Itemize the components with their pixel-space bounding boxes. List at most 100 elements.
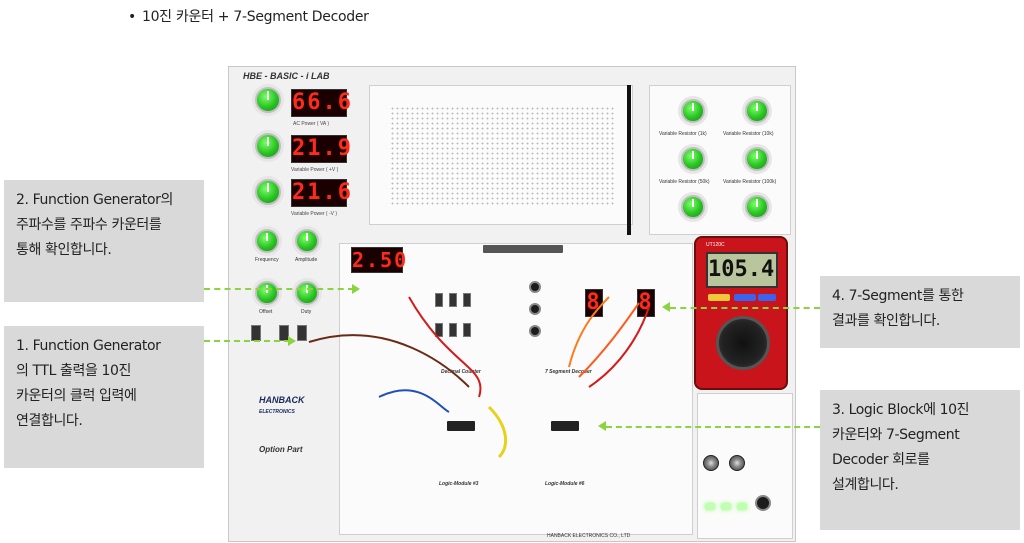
var-res-10k-knob[interactable] [745,99,769,123]
offset-label: Offset [259,309,273,315]
var-res-1k-knob[interactable] [681,99,705,123]
push-button-2[interactable] [529,303,541,315]
meter-key-2[interactable] [734,294,756,301]
var-res-6-knob[interactable] [745,195,769,219]
note-ttl-to-counter: 1. Function Generator 의 TTL 출력을 10진 카운터의… [4,326,204,468]
frequency-label: Frequency [255,257,279,263]
multimeter: UT120C 105.4 [694,236,788,390]
decoder-ic [551,421,579,431]
ac-power-display: 66.6 [291,89,353,117]
note4-line-1: 4. 7-Segment를 통한 [832,288,964,304]
variable-power-minus-display: 21.6 [291,179,353,207]
note2-line-1: 2. Function Generator의 [16,192,173,208]
ac-power-knob[interactable] [255,87,281,113]
status-led-1 [705,503,715,510]
dip-switch-5[interactable] [449,323,457,337]
frequency-counter-display: 2.50 [351,247,409,273]
note-logic-block-design: 3. Logic Block에 10진 카운터와 7-Segment Decod… [820,390,1020,530]
note-7segment-result: 4. 7-Segment를 통한 결과를 확인합니다. [820,276,1020,348]
seven-segment-a: 8 [585,289,603,317]
dip-switch-2[interactable] [449,293,457,307]
dip-switch-1[interactable] [435,293,443,307]
wire-orange-2 [578,302,640,378]
connector-header [483,245,563,253]
note3-line-3: Decoder 회로를 [832,452,930,468]
dip-switch-4[interactable] [435,323,443,337]
board-title: HBE - BASIC - i LAB [243,71,330,81]
guide-line-4 [670,307,820,309]
wiring [308,296,650,459]
logic-panel [339,243,693,535]
guide-line-2 [204,288,354,290]
ac-power-label: AC Power ( VA ) [293,121,330,127]
variable-power-plus-display: 21.9 [291,135,353,163]
wire-yellow [487,405,508,459]
wire-red-2 [588,306,650,388]
top-breadboard-grid [390,106,614,206]
variable-power-plus-knob[interactable] [255,133,281,159]
counter-ic [447,421,475,431]
variable-power-minus-knob[interactable] [255,179,281,205]
meter-key-1[interactable] [708,294,730,301]
amplitude-label: Amplitude [295,257,318,263]
guide-arrow-4 [662,302,670,312]
duty-label: Duty [301,309,312,315]
logo-text: HANBACK [259,395,305,405]
wire-blue [378,389,450,413]
push-button-1[interactable] [529,281,541,293]
guide-line-3 [606,426,820,428]
note1-line-4: 연결합니다. [16,413,83,429]
frequency-knob[interactable] [255,229,279,253]
note4-line-2: 결과를 확인합니다. [832,313,940,329]
note1-line-3: 카운터의 클럭 입력에 [16,388,137,404]
var-res-1k-label: Variable Resistor (1k) [659,131,707,137]
wire-brown [308,334,470,388]
note3-line-1: 3. Logic Block에 10진 [832,402,970,418]
var-res-50k-knob[interactable] [681,147,705,171]
title-bullet: • [128,9,136,25]
logic-module-6-label: Logic-Module #6 [545,481,585,487]
var-res-10k-label: Variable Resistor (10k) [723,131,774,137]
divider-bar [627,85,631,235]
var-res-100k-knob[interactable] [745,147,769,171]
note1-line-1: 1. Function Generator [16,338,161,354]
dip-switch-3[interactable] [463,293,471,307]
company-label: HANBACK ELECTRONICS CO., LTD [547,533,631,539]
seven-segment-decoder-label: 7 Segment Decoder [545,369,592,375]
meter-brand: UT120C [706,242,725,248]
offset-knob[interactable] [255,281,279,305]
meter-screen: 105.4 [706,252,778,288]
wire-orange-1 [568,296,610,368]
top-breadboard-panel [369,85,633,225]
note1-line-2: 의 TTL 출력을 10진 [16,363,132,379]
note3-line-2: 카운터와 7-Segment [832,427,960,443]
logo-subtext: ELECTRONICS [259,409,295,415]
bnc-connector-2[interactable] [729,455,745,471]
push-button-3[interactable] [529,325,541,337]
title-text: 10진 카운터 + 7-Segment Decoder [141,9,369,25]
variable-power-plus-label: Variable Power ( +V ) [291,167,339,173]
meter-key-3[interactable] [758,294,776,301]
status-led-3 [737,503,747,510]
amplitude-knob[interactable] [295,229,319,253]
bnc-connector-1[interactable] [703,455,719,471]
meter-dial[interactable] [716,316,770,370]
dip-switch-6[interactable] [463,323,471,337]
hanback-logo: HANBACK ELECTRONICS [259,395,305,415]
guide-line-1 [204,340,290,342]
guide-arrow-1 [288,336,296,346]
page-title: • 10진 카운터 + 7-Segment Decoder [128,6,369,26]
status-led-2 [721,503,731,510]
note-function-generator-frequency: 2. Function Generator의 주파수를 주파수 카운터를 통해 … [4,180,204,302]
wire-red-1 [408,296,482,398]
guide-arrow-3 [598,421,606,431]
var-res-100k-label: Variable Resistor (100k) [723,179,777,185]
logic-module-3-label: Logic-Module #3 [439,481,479,487]
note2-line-2: 주파수를 주파수 카운터를 [16,217,162,233]
guide-arrow-2 [352,284,360,294]
duty-knob[interactable] [295,281,319,305]
power-button[interactable] [755,495,771,511]
waveform-switch-3[interactable] [297,325,307,341]
note3-line-4: 설계합니다. [832,477,899,493]
var-res-5-knob[interactable] [681,195,705,219]
